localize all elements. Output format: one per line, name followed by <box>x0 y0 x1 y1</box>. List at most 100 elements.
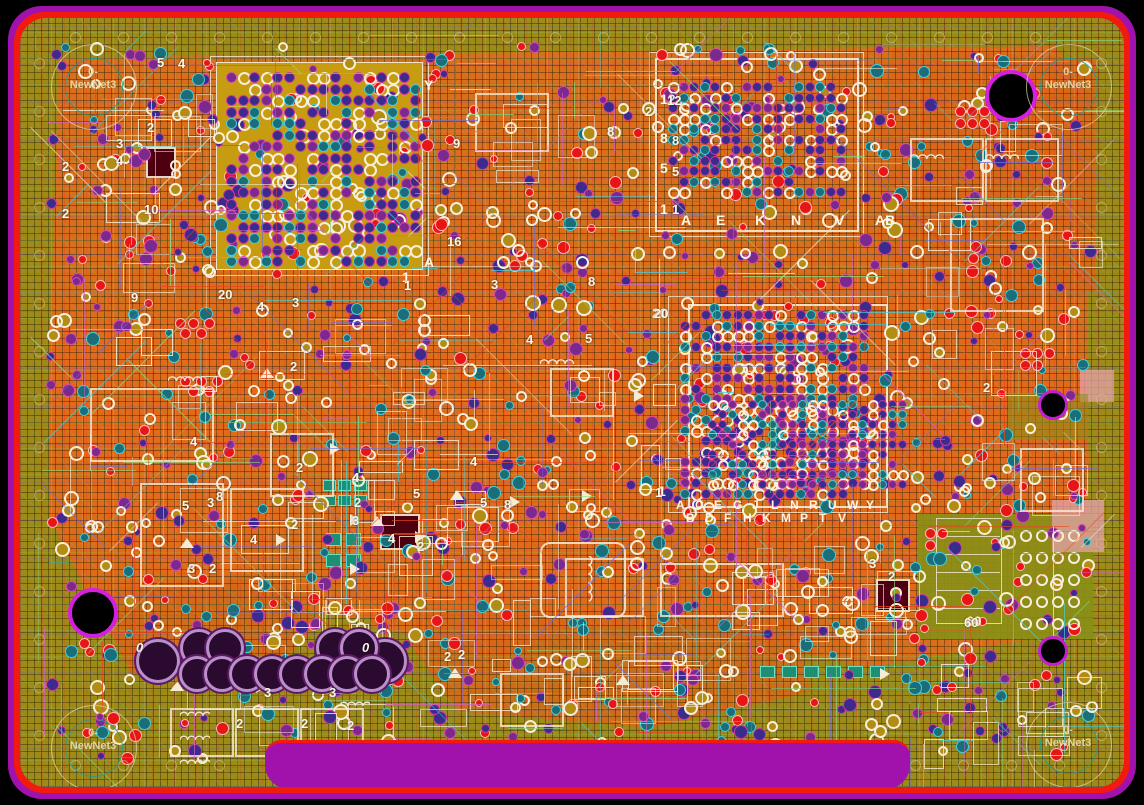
component-designator: 3 <box>292 295 300 310</box>
component-designator: 3 <box>207 495 215 510</box>
component-designator: 4 <box>470 454 478 469</box>
bga-center-right-courtyard <box>668 296 888 513</box>
via-pad <box>437 149 450 162</box>
via-pad <box>716 579 729 592</box>
via-pad <box>104 156 119 171</box>
component-designator: 2 <box>147 120 155 135</box>
component-designator: 2 <box>209 561 217 576</box>
via-pad <box>142 601 153 612</box>
via-pad <box>726 552 736 562</box>
via-pad <box>714 248 725 259</box>
via-pad <box>116 506 126 516</box>
via-pad <box>920 494 931 505</box>
via-pad <box>645 416 659 430</box>
via-pad <box>977 520 992 535</box>
via-pad <box>627 167 639 179</box>
via-pad <box>526 214 538 226</box>
via-pad <box>822 548 836 562</box>
via-pad <box>551 705 561 715</box>
component-designator: 4 <box>250 532 258 547</box>
via-pad <box>313 496 329 512</box>
via-pad <box>642 329 652 339</box>
via-pad <box>417 446 425 454</box>
component-designator: 2 <box>290 359 298 374</box>
component-designator: 2 <box>354 495 362 510</box>
smd-pad-group-a1 <box>323 480 336 491</box>
via-pad <box>947 499 961 513</box>
via-pad <box>975 726 985 736</box>
via-pad <box>375 403 387 415</box>
via-pad <box>880 149 891 160</box>
component-designator: 3 <box>188 561 196 576</box>
via-pad <box>709 48 723 62</box>
component-designator: 1 <box>672 202 680 217</box>
via-pad <box>924 98 938 112</box>
via-pad <box>525 663 535 673</box>
via-pad <box>736 46 745 55</box>
via-pad <box>139 439 147 447</box>
via-pad <box>902 619 913 630</box>
component-designator: 9 <box>453 136 461 151</box>
via-pad <box>1053 676 1061 684</box>
component-designator: 3 <box>491 277 499 292</box>
via-pad <box>486 448 500 462</box>
pads-vias-layer <box>20 18 1124 787</box>
connector-designator: 0 <box>362 640 370 655</box>
component-designator: 8 <box>672 133 680 148</box>
component-designator: 2 <box>458 647 466 662</box>
via-pad <box>258 504 268 514</box>
component-designator: 3 <box>869 556 877 571</box>
component-designator: 8 <box>588 274 596 289</box>
via-pad <box>113 123 122 132</box>
via-pad <box>1040 328 1055 343</box>
component-designator: 2 <box>301 716 309 731</box>
via-pad <box>1025 331 1033 339</box>
via-pad <box>736 694 749 707</box>
smd-pad-group-c2 <box>782 666 797 678</box>
via-pad <box>962 136 973 147</box>
via-pad <box>431 683 445 697</box>
component-designator: 2 <box>417 539 425 554</box>
via-pad <box>634 404 645 415</box>
via-pad <box>292 633 305 646</box>
via-pad <box>681 297 694 310</box>
via-pad <box>587 224 596 233</box>
component-designator: 5 <box>585 331 593 346</box>
component-designator: 2 <box>888 569 896 584</box>
board-bottom-notch <box>265 740 910 787</box>
via-pad <box>934 271 945 282</box>
via-pad <box>148 59 159 70</box>
via-pad <box>984 650 997 663</box>
via-pad <box>398 168 407 177</box>
module-pin-divider-4 <box>936 590 1000 591</box>
via-pad <box>100 560 112 572</box>
component-designator: 4 <box>526 332 534 347</box>
component-designator: 1 <box>404 278 412 293</box>
via-pad <box>65 645 78 658</box>
component-designator: 2 <box>347 718 355 733</box>
component-designator: 9 <box>131 290 139 305</box>
module-pin-divider-3 <box>936 572 1000 573</box>
via-pad <box>488 323 499 334</box>
via-pad <box>1007 454 1020 467</box>
via-pad <box>763 629 773 639</box>
bga-top-right-outline[interactable] <box>655 58 859 232</box>
smd-pad-group-c4 <box>826 666 841 678</box>
via-pad <box>713 266 725 278</box>
smd-pad-group-a5 <box>338 495 351 506</box>
via-pad <box>652 536 666 550</box>
via-pad <box>511 656 525 670</box>
via-pad <box>608 369 621 382</box>
via-pad <box>1041 670 1052 681</box>
via-pad <box>144 413 156 425</box>
via-pad <box>703 558 718 573</box>
component-designator: 5 <box>672 164 680 179</box>
via-pad <box>822 213 837 228</box>
via-pad <box>962 454 973 465</box>
component-designator: 8 <box>504 497 512 512</box>
via-pad <box>454 352 467 365</box>
component-designator: 20 <box>218 287 233 302</box>
via-pad <box>968 253 979 264</box>
component-designator: 2 <box>62 206 70 221</box>
